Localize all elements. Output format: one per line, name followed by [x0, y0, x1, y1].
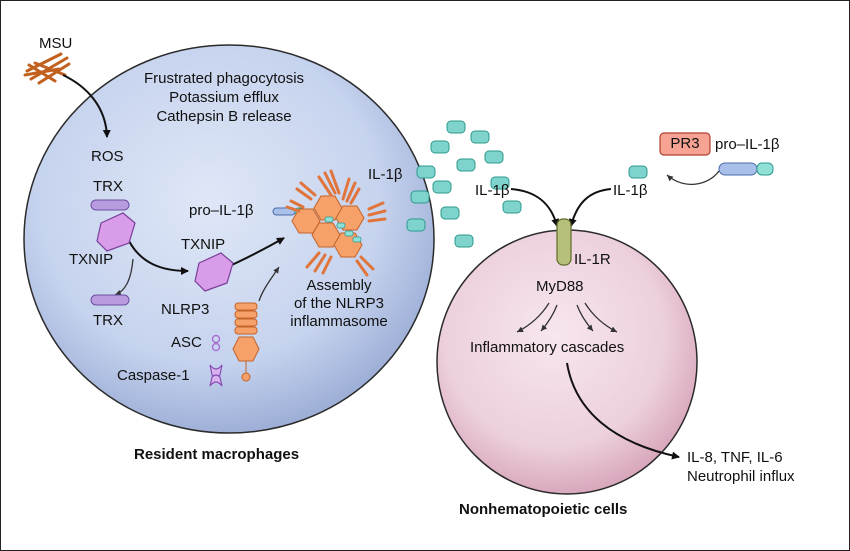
- pr3-label: PR3: [670, 135, 700, 152]
- msu-crystals-icon: [23, 52, 71, 85]
- ros-label: ROS: [91, 148, 124, 165]
- output-neutrophil-influx: Neutrophil influx: [687, 467, 795, 485]
- assembly-label: Assembly of the NLRP3 inflammasome: [279, 277, 399, 331]
- cascades-to-outputs-arrow: [566, 362, 680, 460]
- txnip-left-icon: [96, 212, 136, 252]
- nonhematopoietic-cells-label: Nonhematopoietic cells: [459, 501, 628, 518]
- assembly-line-3: inflammasome: [290, 313, 388, 330]
- outputs-label: IL-8, TNF, IL-6 Neutrophil influx: [687, 449, 795, 487]
- trx-bottom-label: TRX: [93, 312, 123, 329]
- il1b-product-icon: [628, 165, 648, 179]
- pro-il1b-outer-label: pro–IL-1β: [715, 136, 780, 153]
- caspase1-label: Caspase-1: [117, 367, 190, 384]
- il1b-vesicles-icon: [406, 120, 522, 248]
- nlrp3-label: NLRP3: [161, 301, 210, 318]
- txnip-to-txnip-arrow: [128, 240, 189, 275]
- nlrp3-to-inflammasome-arrow: [258, 266, 280, 302]
- cascade-arrows: [516, 302, 618, 333]
- asc-icon: [211, 334, 221, 352]
- il1b-right-to-receptor-arrow: [568, 188, 612, 227]
- txnip-left-label: TXNIP: [69, 251, 114, 268]
- caspase1-icon: [209, 364, 223, 387]
- pro-il1b-outer-icon: [718, 162, 774, 176]
- asc-label: ASC: [171, 334, 202, 351]
- nonhematopoietic-cell: [436, 229, 698, 495]
- resident-macrophage-cell: [23, 44, 435, 434]
- cascades-label: Inflammatory cascades: [470, 339, 625, 356]
- myd88-label: MyD88: [536, 278, 584, 295]
- nlrp3-icon: [232, 302, 260, 382]
- inflammasome-icon: [285, 169, 387, 277]
- pr3-icon: [659, 132, 711, 156]
- event-potassium-efflux: Potassium efflux: [169, 88, 279, 106]
- trx-bottom-icon: [90, 294, 130, 306]
- txnip-mid-label: TXNIP: [181, 236, 226, 253]
- assembly-line-1: Assembly: [306, 277, 372, 294]
- assembly-line-2: of the NLRP3: [293, 295, 385, 312]
- txnip-to-trx-arrow: [114, 258, 134, 296]
- msu-to-ros-arrow: [62, 74, 111, 138]
- pro-il1b-inner-label: pro–IL-1β: [189, 202, 254, 219]
- txnip-mid-icon: [194, 252, 234, 292]
- il1b-left-to-receptor-arrow: [510, 188, 560, 227]
- il1b-left-arrow-label: IL-1β: [475, 182, 510, 199]
- il1b-release-label: IL-1β: [368, 166, 403, 183]
- event-cathepsin-b-release: Cathepsin B release: [156, 107, 292, 125]
- pr3-cleavage-arrow: [666, 170, 720, 186]
- macrophage-events: Frustrated phagocytosis Potassium efflux…: [129, 70, 319, 126]
- trx-top-label: TRX: [93, 178, 123, 195]
- event-frustrated-phagocytosis: Frustrated phagocytosis: [143, 70, 305, 87]
- msu-label: MSU: [39, 35, 73, 52]
- il1r-receptor-icon: [556, 218, 572, 266]
- resident-macrophages-label: Resident macrophages: [134, 446, 300, 463]
- il1b-right-arrow-label: IL-1β: [613, 182, 648, 199]
- il1r-label: IL-1R: [574, 251, 611, 268]
- trx-top-icon: [90, 199, 130, 211]
- output-cytokines: IL-8, TNF, IL-6: [687, 449, 783, 466]
